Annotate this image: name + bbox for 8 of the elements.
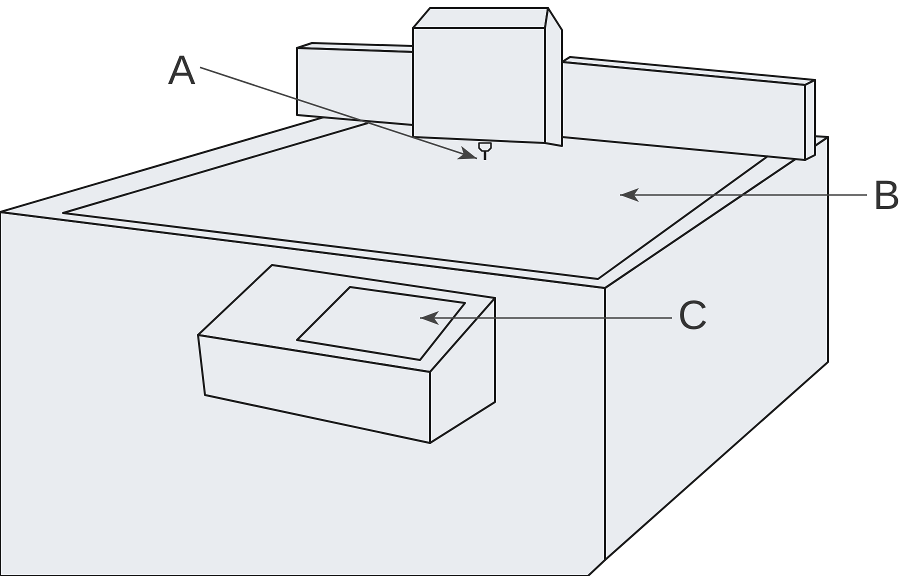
- probe: [477, 141, 493, 161]
- callout-letter: B: [873, 175, 900, 216]
- display-screen: [295, 285, 467, 363]
- leader-line: [620, 188, 867, 202]
- callout-letter: C: [678, 295, 708, 336]
- leader-line: [200, 66, 478, 160]
- callout-letter: A: [168, 50, 196, 91]
- leader-line: [420, 311, 672, 325]
